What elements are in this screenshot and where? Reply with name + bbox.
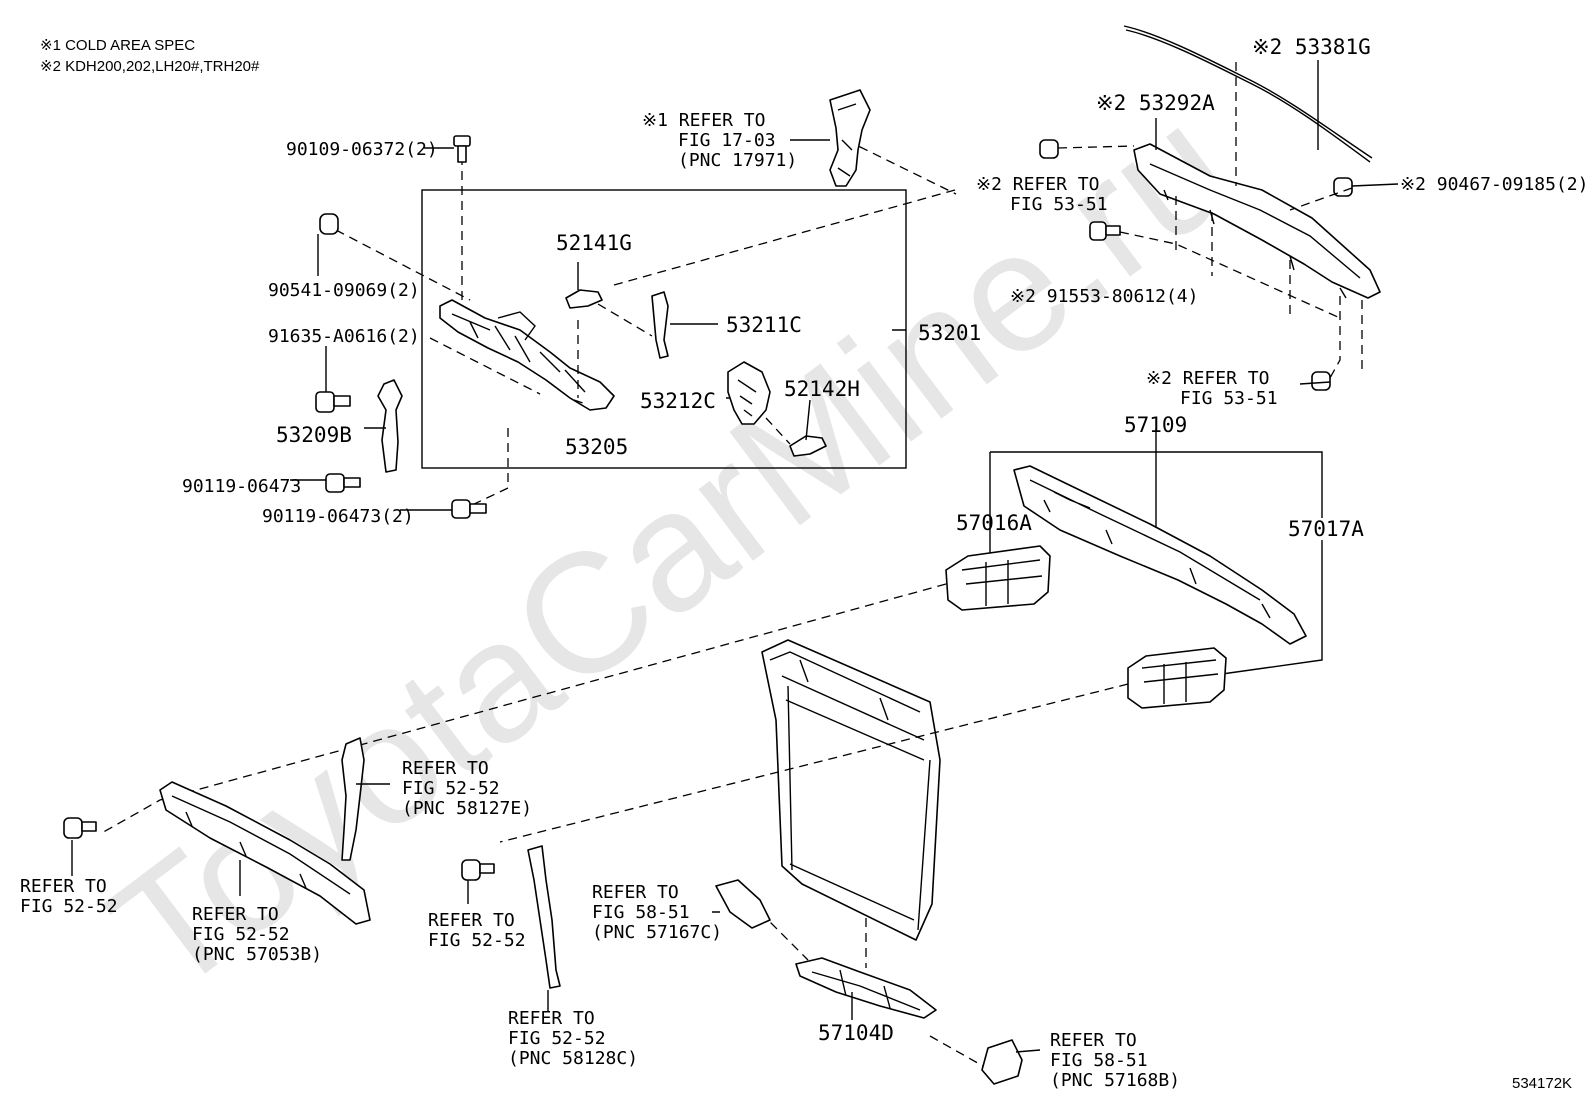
air-duct-57016A[interactable]: [945, 545, 1051, 611]
clip-53-51-lower[interactable]: [1311, 371, 1331, 391]
label-90119-single: 90119-06473: [182, 476, 301, 497]
radiator-support-front-detail: [171, 795, 351, 895]
label-ref-53-51-a-line2: FIG 53-51: [1010, 194, 1108, 215]
label-53381G: ※2 53381G: [1252, 35, 1371, 59]
lower-cover-detail: [811, 969, 921, 1011]
label-57016A: 57016A: [956, 511, 1032, 535]
label-90467: ※2 90467-09185(2): [1400, 174, 1588, 195]
bracket-57016A-57017A: [989, 428, 1323, 675]
note-cold-area: ※1 COLD AREA SPEC: [40, 37, 195, 54]
label-53205: 53205: [565, 435, 628, 459]
bolt-90119-double[interactable]: [451, 499, 487, 519]
label-52142H: 52142H: [784, 377, 860, 401]
label-90109: 90109-06372(2): [286, 139, 438, 160]
bracket-53211C[interactable]: [651, 291, 669, 359]
leader-lines-right: [1155, 60, 1399, 385]
label-53201: 53201: [918, 321, 981, 345]
label-53292A: ※2 53292A: [1096, 91, 1215, 115]
bolt-52-52-center[interactable]: [461, 859, 495, 881]
clip-53-51-upper[interactable]: [1039, 139, 1059, 159]
label-ref-52-52-c-line2: FIG 52-52: [402, 778, 500, 799]
label-53209B: 53209B: [276, 423, 352, 447]
label-91553: ※2 91553-80612(4): [1010, 286, 1198, 307]
label-ref-58-51-a-line3: (PNC 57167C): [592, 922, 722, 943]
label-57104D: 57104D: [818, 1021, 894, 1045]
label-ref-52-52-a-line2: FIG 52-52: [20, 896, 118, 917]
support-53205-detail: [451, 311, 586, 393]
bolt-52-52-left[interactable]: [63, 817, 97, 839]
label-53212C: 53212C: [640, 389, 716, 413]
label-ref-58-51-b-line1: REFER TO: [1050, 1030, 1137, 1051]
assembly-53201-group: [335, 139, 957, 507]
radiator-support-front-57053B[interactable]: [159, 781, 371, 925]
hood-lock-support-detail: [837, 103, 857, 177]
part-labels: 90109-06372(2) 90541-09069(2) 91635-A061…: [20, 35, 1588, 1091]
weatherstrip-53381G[interactable]: [1123, 25, 1373, 159]
label-90119-double: 90119-06473(2): [262, 506, 414, 527]
radiator-support-upper-53292A[interactable]: [1133, 143, 1381, 299]
cushion-90541[interactable]: [319, 213, 339, 235]
label-ref-52-52-a-line1: REFER TO: [20, 876, 107, 897]
bolt-90119-single[interactable]: [325, 473, 361, 493]
label-ref-58-51-b-line3: (PNC 57168B): [1050, 1070, 1180, 1091]
label-ref-53-51-a-line1: ※2 REFER TO: [976, 174, 1099, 195]
bolt-91553[interactable]: [1089, 221, 1121, 241]
label-ref-52-52-c-line3: (PNC 58127E): [402, 798, 532, 819]
air-duct-57017A-detail: [1141, 659, 1219, 704]
deflector-57167C[interactable]: [715, 879, 771, 929]
deflector-57168B[interactable]: [981, 1039, 1023, 1085]
radiator-assembly[interactable]: [761, 639, 941, 941]
label-57109: 57109: [1124, 413, 1187, 437]
hood-lock-support-17971[interactable]: [829, 89, 871, 187]
radiator-support-lower-57109[interactable]: [1013, 465, 1307, 645]
label-53211C: 53211C: [726, 313, 802, 337]
label-91635: 91635-A0616(2): [268, 326, 420, 347]
dashed-guide-lines-right: [1057, 62, 1363, 379]
label-ref-17-03-line2: FIG 17-03: [678, 130, 776, 151]
label-ref-52-52-c-line1: REFER TO: [402, 758, 489, 779]
dashed-guide-lines-middle: [99, 583, 1129, 1071]
note-models: ※2 KDH200,202,LH20#,TRH20#: [40, 58, 260, 75]
label-ref-58-51-a-line1: REFER TO: [592, 882, 679, 903]
dashed-guide-lines: [335, 139, 957, 507]
bracket-53209B[interactable]: [377, 379, 403, 473]
weatherstrip-53381G-inner: [1125, 29, 1371, 163]
bracket-53212C-detail: [737, 379, 757, 417]
bolt-90109[interactable]: [453, 135, 471, 163]
label-ref-53-51-b-line2: FIG 53-51: [1180, 388, 1278, 409]
label-ref-53-51-b-line1: ※2 REFER TO: [1146, 368, 1269, 389]
label-ref-52-52-b-line2: FIG 52-52: [192, 924, 290, 945]
label-ref-17-03-line1: ※1 REFER TO: [642, 110, 765, 131]
bolt-91635[interactable]: [315, 391, 351, 413]
brace-58127E[interactable]: [341, 737, 365, 861]
brace-58128C[interactable]: [527, 845, 561, 989]
label-ref-52-52-b-line1: REFER TO: [192, 904, 279, 925]
radiator-tank-detail: [769, 651, 921, 721]
support-sub-assy-53205[interactable]: [439, 299, 615, 411]
label-ref-52-52-d-line1: REFER TO: [428, 910, 515, 931]
label-57017A: 57017A: [1288, 517, 1364, 541]
bracket-52141G[interactable]: [565, 289, 603, 309]
radiator-support-lower-detail: [1029, 479, 1271, 619]
label-90541: 90541-09069(2): [268, 280, 420, 301]
air-duct-57016A-detail: [961, 559, 1043, 606]
label-ref-52-52-e-line1: REFER TO: [508, 1008, 595, 1029]
assembly-53201-box: [421, 189, 907, 469]
label-52141G: 52141G: [556, 231, 632, 255]
label-ref-58-51-b-line2: FIG 58-51: [1050, 1050, 1148, 1071]
label-ref-17-03-line3: (PNC 17971): [678, 150, 797, 171]
label-ref-52-52-e-line3: (PNC 58128C): [508, 1048, 638, 1069]
leader-lines-lower: [71, 783, 1041, 1053]
label-ref-52-52-d-line2: FIG 52-52: [428, 930, 526, 951]
bracket-53212C[interactable]: [727, 361, 771, 425]
figure-code: 534172K: [1512, 1075, 1572, 1092]
radiator-core-detail: [781, 675, 931, 931]
leader-lines-left: [290, 139, 906, 511]
label-ref-58-51-a-line2: FIG 58-51: [592, 902, 690, 923]
clip-90467[interactable]: [1333, 177, 1353, 197]
label-ref-52-52-b-line3: (PNC 57053B): [192, 944, 322, 965]
label-ref-52-52-e-line2: FIG 52-52: [508, 1028, 606, 1049]
